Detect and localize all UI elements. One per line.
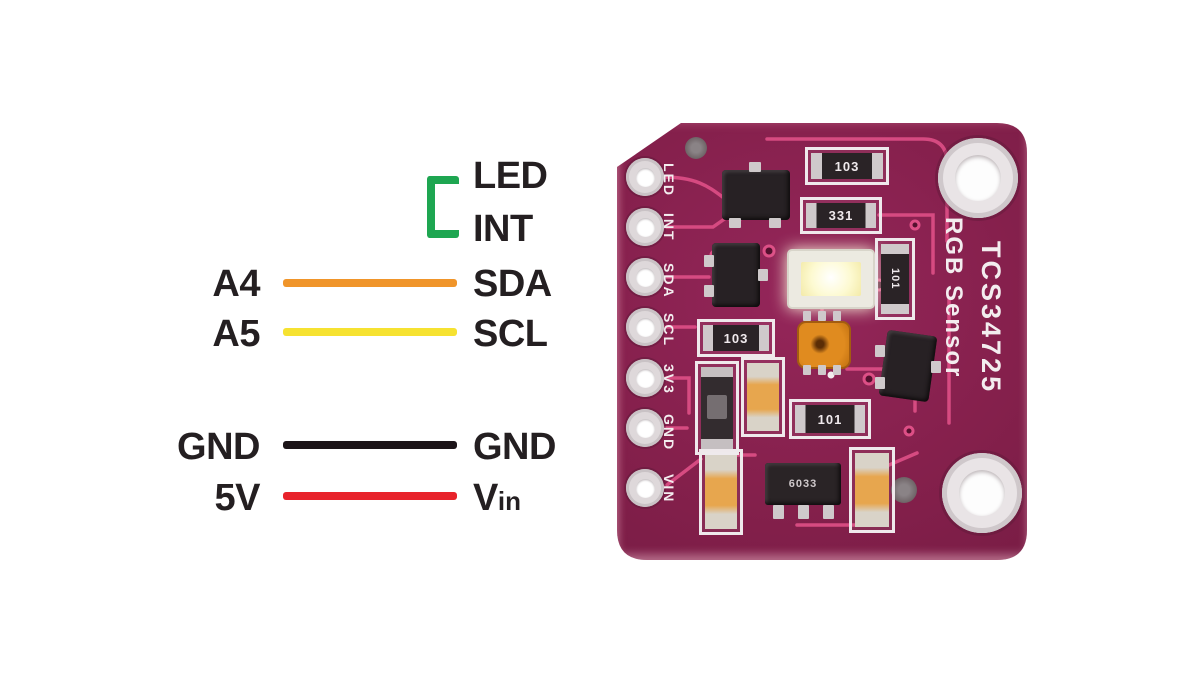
regulator-leg xyxy=(823,505,834,519)
wire-scl-yellow xyxy=(283,328,457,336)
arduino-label-5v: 5V xyxy=(214,477,261,519)
resistor-r1-label: 103 xyxy=(811,153,883,179)
resistor-r4: 101 xyxy=(875,238,915,320)
pin-hole-scl xyxy=(626,308,664,346)
resistor-r3: 103 xyxy=(697,319,775,357)
pin-label-vin: Vin xyxy=(473,479,521,517)
resistor-r3-label: 103 xyxy=(703,325,769,351)
sensor-leg xyxy=(803,365,811,375)
capacitor-c2 xyxy=(699,449,743,535)
q1-leg xyxy=(749,162,761,172)
silkscreen-pin-3v3: 3V3 xyxy=(661,364,677,395)
wire-vin-red xyxy=(283,492,457,500)
vin-subscript: in xyxy=(497,486,521,516)
pin-label-sda: SDA xyxy=(473,263,552,305)
resistor-r2: 331 xyxy=(800,197,882,234)
led-int-bracket xyxy=(427,176,459,238)
sensor-leg xyxy=(818,365,826,375)
sensor-board: LED INT SDA SCL 3V3 GND VIN TCS34725 RGB… xyxy=(617,123,1027,560)
white-led xyxy=(787,249,875,309)
fiducial-dot-top xyxy=(685,137,707,159)
pin-hole-sda xyxy=(626,258,664,296)
board-title: TCS34725 xyxy=(976,241,1006,395)
pin-hole-led xyxy=(626,158,664,196)
resistor-r4-label: 101 xyxy=(881,244,909,314)
q1-leg xyxy=(729,218,741,228)
mounting-hole-top xyxy=(938,138,1018,218)
capacitor-c1 xyxy=(741,357,785,437)
fiducial-dot-bottom xyxy=(891,477,917,503)
q2-leg xyxy=(704,255,714,267)
silkscreen-pin-vin: VIN xyxy=(661,474,677,504)
silkscreen-pin-gnd: GND xyxy=(661,414,677,452)
silkscreen-pin-sda: SDA xyxy=(661,263,677,299)
vin-main: V xyxy=(473,477,498,519)
transistor-q1 xyxy=(722,170,790,220)
transistor-q2 xyxy=(712,243,760,307)
regulator-leg xyxy=(798,505,809,519)
pin-label-int: INT xyxy=(473,208,533,250)
pin-label-gnd: GND xyxy=(473,426,556,468)
pin-label-scl: SCL xyxy=(473,313,548,355)
regulator-leg xyxy=(773,505,784,519)
sensor-leg xyxy=(818,311,826,321)
sensor-leg xyxy=(833,311,841,321)
mounting-hole-bottom xyxy=(942,453,1022,533)
board-subtitle: RGB Sensor xyxy=(940,217,967,379)
arduino-label-a5: A5 xyxy=(212,313,260,355)
resistor-r2-label: 331 xyxy=(806,203,876,228)
silkscreen-pin-scl: SCL xyxy=(661,313,677,347)
tcs34725-sensor-chip xyxy=(797,321,851,369)
capacitor-c3 xyxy=(849,447,895,533)
q3-leg xyxy=(931,361,941,373)
sensor-leg xyxy=(803,311,811,321)
q3-leg xyxy=(875,345,885,357)
pin-hole-vin xyxy=(626,469,664,507)
q2-leg xyxy=(704,285,714,297)
sensor-leg xyxy=(833,365,841,375)
pin-hole-3v3 xyxy=(626,359,664,397)
resistor-r5: 101 xyxy=(789,399,871,439)
resistor-r1: 103 xyxy=(805,147,889,185)
white-via-dot xyxy=(828,372,835,379)
transistor-q3 xyxy=(879,330,938,402)
pin-label-led: LED xyxy=(473,155,548,197)
voltage-regulator: 6033 xyxy=(765,463,841,505)
resistor-r5-label: 101 xyxy=(795,405,865,433)
q3-leg xyxy=(875,377,885,389)
pin-hole-int xyxy=(626,208,664,246)
pin-hole-gnd xyxy=(626,409,664,447)
arduino-label-gnd: GND xyxy=(177,426,260,468)
wire-gnd-black xyxy=(283,441,457,449)
silkscreen-pin-led: LED xyxy=(661,163,677,197)
resistor-r6 xyxy=(695,361,739,455)
arduino-label-a4: A4 xyxy=(212,263,260,305)
q2-leg xyxy=(758,269,768,281)
q1-leg xyxy=(769,218,781,228)
wire-sda-orange xyxy=(283,279,457,287)
silkscreen-pin-int: INT xyxy=(661,213,677,242)
